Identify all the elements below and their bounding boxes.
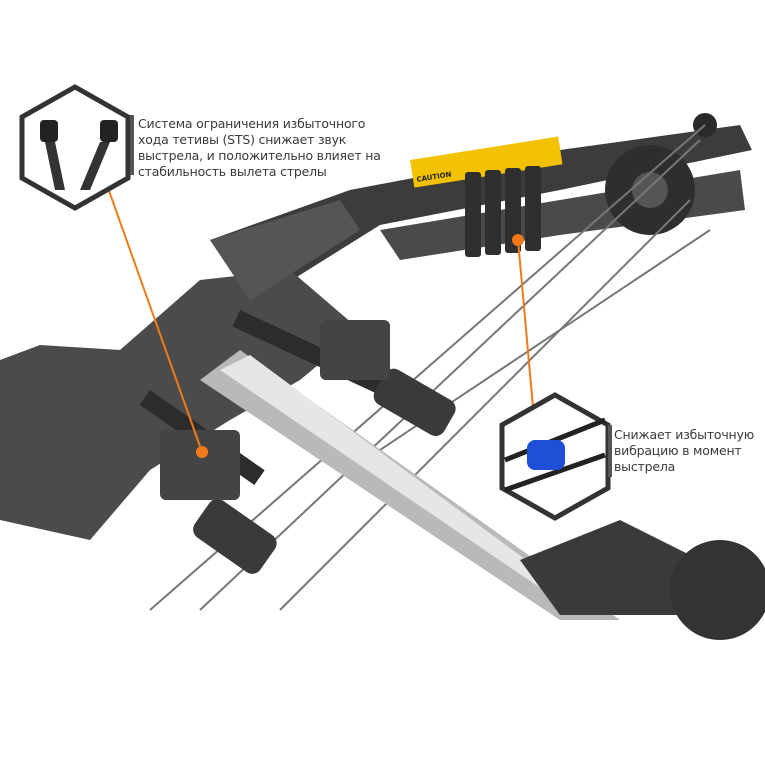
- callout-text-sts: Система ограничения избыточного хода тет…: [138, 116, 381, 179]
- stock: [520, 520, 700, 615]
- sts-damper-2: [193, 498, 277, 574]
- sts-damper-1: [373, 368, 456, 436]
- hexagon-callout-sts: [19, 84, 131, 211]
- bow-strings: [149, 124, 711, 611]
- hexagon-callout-damper: [499, 392, 611, 521]
- string-suppressor: [465, 166, 541, 257]
- callout-text-damper: Снижает избыточную вибрацию в момент выс…: [614, 427, 755, 474]
- blue-damper: [527, 440, 565, 470]
- callout-dot-2: [512, 234, 524, 246]
- callout-dot-1: [196, 446, 208, 458]
- callout-line-2: [517, 239, 534, 408]
- caution-sticker: [410, 136, 563, 188]
- callout-line-1: [107, 187, 203, 453]
